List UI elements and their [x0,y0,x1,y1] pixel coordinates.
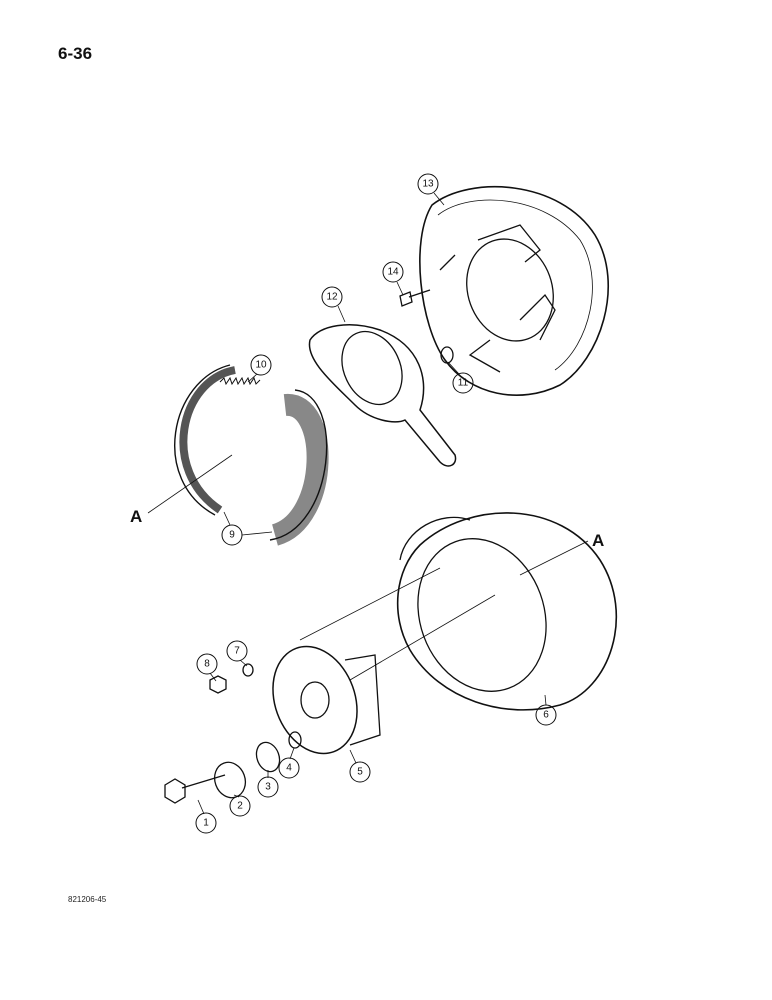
reference-letter-left: A [130,507,142,526]
callout-3: 3 [257,776,279,798]
callout-4: 4 [278,757,300,779]
callout-11: 11 [452,372,474,394]
callout-9: 9 [221,524,243,546]
figure-code: 821206-45 [68,895,107,904]
washer-11 [440,346,454,364]
svg-text:14: 14 [387,267,399,278]
reference-letter-right: A [592,531,604,550]
svg-text:11: 11 [458,378,469,389]
leader-lines [147,192,589,815]
svg-text:13: 13 [422,179,434,190]
callout-6: 6 [535,704,557,726]
alignment-lines [299,567,496,681]
brake-drum [396,512,618,711]
page-number: 6-36 [58,44,93,63]
nut-8 [209,675,227,694]
adapter-plate [308,324,457,467]
callout-1: 1 [195,812,217,834]
svg-text:12: 12 [326,292,338,303]
spring [219,376,261,386]
svg-text:1: 1 [203,818,209,829]
svg-text:7: 7 [234,646,240,657]
hub [272,645,381,755]
callout-7: 7 [226,640,248,662]
washer-4 [288,731,302,749]
svg-text:2: 2 [237,801,243,812]
callout-10: 10 [250,354,272,376]
svg-text:3: 3 [265,782,271,793]
washer-7 [242,663,254,677]
bolt-14 [399,289,431,307]
svg-text:4: 4 [286,763,292,774]
brake-band [174,364,329,546]
callout-2: 2 [229,795,251,817]
callout-14: 14 [382,261,404,283]
svg-text:8: 8 [204,659,210,670]
svg-text:6: 6 [543,710,549,721]
svg-text:9: 9 [229,530,235,541]
svg-text:5: 5 [357,767,363,778]
callout-12: 12 [321,286,343,308]
callout-5: 5 [349,761,371,783]
backing-plate [419,185,609,396]
callout-13: 13 [417,173,439,195]
washer-2 [213,761,247,799]
bolt-1 [164,774,226,804]
o-ring-3 [255,741,281,773]
callout-8: 8 [196,653,218,675]
svg-text:10: 10 [255,360,267,371]
